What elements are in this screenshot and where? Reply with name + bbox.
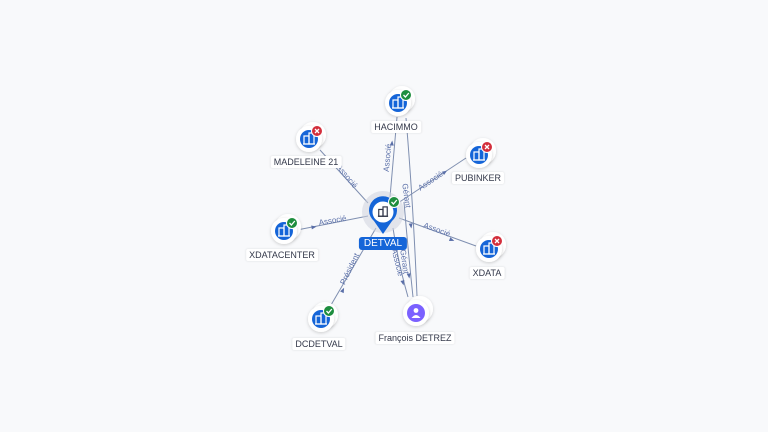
- edge-line: [403, 201, 414, 298]
- check-icon: [289, 220, 296, 226]
- close-icon: [494, 238, 500, 244]
- edge-label: Gérant: [398, 249, 410, 275]
- check-icon: [403, 92, 410, 98]
- node-pubinker[interactable]: [466, 138, 496, 168]
- close-icon: [484, 144, 490, 150]
- edge-label: Président: [338, 251, 361, 286]
- close-icon: [314, 128, 320, 134]
- node-xdata[interactable]: [476, 232, 506, 262]
- edge-francois-8: Gérant: [400, 117, 418, 297]
- building-icon: [377, 206, 389, 217]
- edge-xdata-4: Associé: [398, 217, 477, 247]
- edge-arrow-icon: [311, 225, 317, 230]
- node-label-xdata: XDATA: [469, 267, 505, 279]
- edge-arrow-icon: [389, 140, 394, 146]
- node-label-dcdetval: DCDETVAL: [292, 338, 346, 350]
- node-label-pubinker: PUBINKER: [451, 172, 505, 184]
- node-hacimmo[interactable]: [385, 86, 415, 116]
- node-xdatacenter[interactable]: [271, 214, 301, 244]
- check-icon: [326, 308, 333, 314]
- node-center[interactable]: [362, 191, 404, 234]
- edge-line: [296, 215, 369, 231]
- edge-line: [392, 227, 409, 298]
- edge-arrow-icon: [340, 287, 345, 294]
- status-active-badge: [286, 217, 298, 229]
- edge-line: [398, 217, 477, 247]
- edge-label: Associé: [422, 221, 452, 239]
- edge-label: Associé: [382, 143, 393, 172]
- node-madeleine21[interactable]: [296, 122, 326, 152]
- edge-label: Associé: [318, 214, 348, 228]
- edge-label: Gérant: [400, 183, 412, 209]
- edge-arrow-icon: [441, 170, 448, 176]
- status-closed-badge: [311, 125, 323, 137]
- edge-arrow-icon: [400, 280, 405, 286]
- node-label-madeleine21: MADELEINE 21: [270, 156, 342, 168]
- status-active-badge: [400, 89, 412, 101]
- edge-line: [405, 117, 418, 297]
- edge-francois-6: Gérant: [398, 201, 414, 298]
- edge-line: [397, 157, 467, 204]
- edge-arrow-icon: [406, 273, 411, 279]
- node-label-hacimmo: HACIMMO: [371, 121, 421, 133]
- edge-arrow-icon: [408, 223, 413, 229]
- node-dcdetval[interactable]: [308, 302, 338, 332]
- node-label-francois: François DETREZ: [375, 332, 455, 344]
- node-label-center: DETVAL: [358, 237, 408, 250]
- status-active-badge: [323, 305, 335, 317]
- edge-xdatacenter-3: Associé: [296, 214, 369, 231]
- check-icon: [391, 199, 398, 205]
- status-closed-badge: [481, 141, 493, 153]
- edge-label: Associé: [416, 169, 445, 192]
- edge-arrow-icon: [448, 237, 455, 242]
- status-active-badge: [388, 196, 400, 208]
- node-francois[interactable]: [403, 296, 433, 326]
- node-label-xdatacenter: XDATACENTER: [246, 249, 318, 261]
- person-icon: [411, 308, 421, 318]
- status-closed-badge: [491, 235, 503, 247]
